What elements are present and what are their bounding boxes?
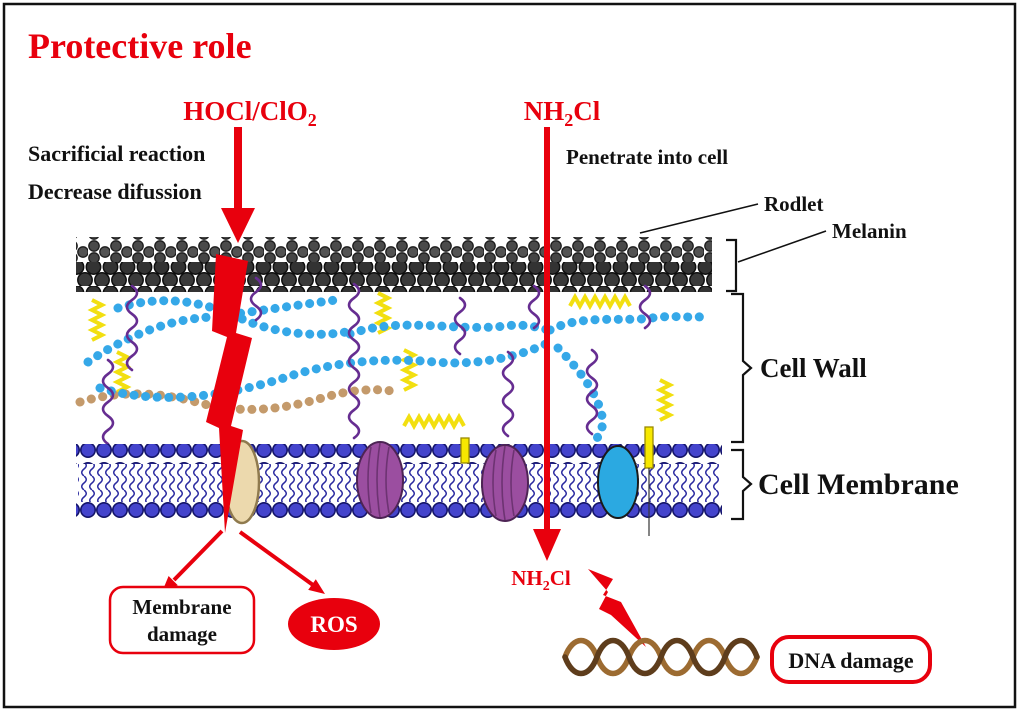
- blue-bead-chain: [113, 296, 351, 339]
- yellow-zigzag: [655, 378, 675, 422]
- rodlet-label: Rodlet: [764, 192, 824, 216]
- purple-squiggle: [249, 276, 263, 322]
- nh2cl-pre: NH: [524, 96, 565, 126]
- purple-squiggle: [101, 358, 115, 446]
- nh2cl-bottom-post: Cl: [550, 566, 571, 590]
- nh2cl-arrow-head: [533, 529, 561, 561]
- cell-membrane-label: Cell Membrane: [758, 468, 959, 501]
- purple-squiggle: [585, 348, 599, 436]
- membrane-damage-label-line1: Membrane: [132, 595, 231, 619]
- hocl-main: HOCl/ClO: [183, 96, 308, 126]
- cell-membrane-bracket: [731, 448, 753, 521]
- membrane-protein-blue: [597, 445, 639, 519]
- hocl-label: HOCl/ClO2: [183, 96, 317, 130]
- dna-damage-label: DNA damage: [788, 648, 914, 673]
- text-labels: Protective role HOCl/ClO2 NH2Cl Sacrific…: [28, 26, 959, 594]
- blue-bead-chain: [553, 343, 607, 446]
- nh2cl-top-label: NH2Cl: [524, 96, 601, 130]
- penetrate-label: Penetrate into cell: [566, 145, 728, 169]
- decrease-diffusion-label: Decrease difussion: [28, 179, 202, 204]
- yellow-zigzag-horizontal: [568, 292, 632, 311]
- cell-membrane-bilayer: [76, 426, 722, 536]
- rodlet-melanin-band: [76, 237, 712, 292]
- page-title: Protective role: [28, 26, 252, 66]
- purple-squiggle: [125, 284, 139, 372]
- nh2cl-bottom-sub: 2: [543, 579, 550, 594]
- lightning-bolt-dna: [588, 569, 646, 647]
- membrane-damage-box: [108, 585, 256, 655]
- yellow-zigzag: [112, 350, 132, 394]
- dna-strand-dark: [562, 637, 760, 677]
- purple-squiggle: [527, 284, 541, 330]
- protein-ridges: [492, 445, 515, 521]
- yellow-membrane-anchor: [644, 426, 654, 469]
- melanin-bracket: [726, 238, 738, 293]
- melanin-label: Melanin: [832, 219, 907, 243]
- cell-wall-region: [75, 276, 713, 446]
- yellow-zigzag-horizontal: [402, 412, 466, 431]
- cell-wall-bracket: [731, 292, 753, 444]
- yellow-membrane-anchor: [460, 437, 470, 464]
- blue-bead-chain: [83, 295, 341, 367]
- sacrificial-reaction-label: Sacrificial reaction: [28, 141, 205, 166]
- ros-ellipse: [288, 598, 380, 650]
- melanin-layer: [76, 262, 712, 292]
- lightning-bolt-membrane: [206, 254, 252, 533]
- membrane-damage-label-line2: damage: [147, 622, 217, 646]
- purple-squiggle: [638, 284, 652, 330]
- nh2cl-bottom-pre: NH: [511, 566, 543, 590]
- callouts: [639, 203, 827, 521]
- arrowhead-ros: [308, 579, 325, 594]
- attack-arrows: [162, 127, 646, 647]
- purple-squiggle: [501, 350, 515, 438]
- melanin-pointer-line: [737, 230, 827, 263]
- nh2cl-post: Cl: [573, 96, 600, 126]
- arrow-to-ros: [238, 530, 315, 587]
- purple-squiggle: [347, 282, 361, 440]
- dna-damage-box: [770, 635, 932, 684]
- rodlet-pointer-line: [639, 203, 759, 234]
- hocl-arrow-head: [221, 208, 255, 243]
- blue-bead-chain: [95, 337, 555, 402]
- arrow-to-membrane-damage: [172, 529, 224, 582]
- cell-wall-label: Cell Wall: [760, 353, 867, 383]
- dna-helix: [562, 637, 760, 677]
- rodlet-layer: [76, 237, 712, 264]
- hocl-sub: 2: [308, 110, 317, 130]
- membrane-protein-purple-2: [481, 444, 529, 522]
- protein-ridges: [367, 442, 390, 518]
- purple-squiggle: [453, 296, 467, 356]
- ros-label: ROS: [310, 612, 357, 637]
- yellow-zigzag: [87, 298, 107, 342]
- blue-bead-chain: [545, 310, 713, 335]
- result-boxes: Membrane damage ROS DNA damage: [108, 585, 932, 684]
- blue-bead-chain: [345, 320, 553, 339]
- nh2cl-bottom-label: NH2Cl: [511, 566, 571, 594]
- membrane-protein-purple-1: [356, 441, 404, 519]
- nh2cl-sub: 2: [564, 110, 573, 130]
